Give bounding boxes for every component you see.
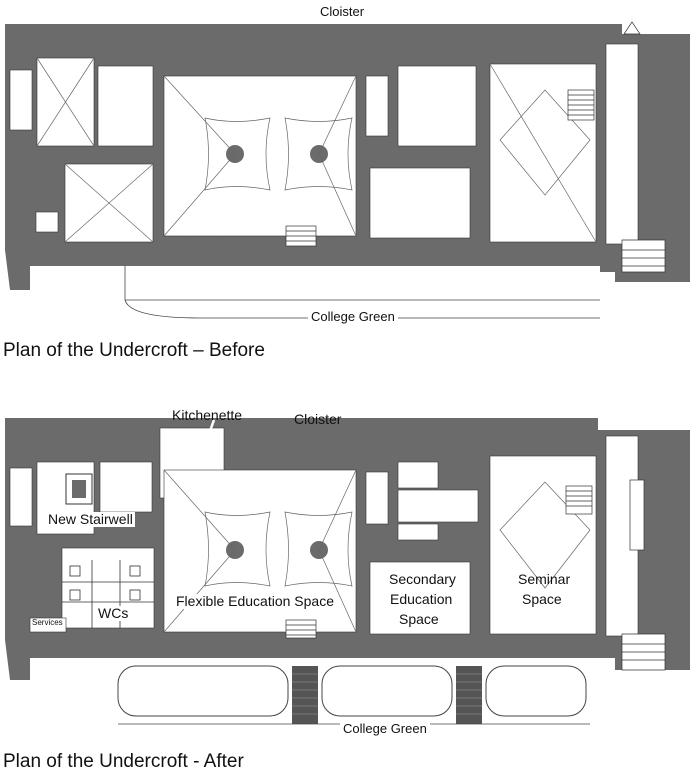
plan-after: Cloister Kitchenette New Stairwell WCs F… <box>0 390 698 777</box>
wcs-label: WCs <box>96 605 131 622</box>
cloister-label-before: Cloister <box>320 4 365 19</box>
cloister-label-after: Cloister <box>294 411 342 427</box>
caption-after: Plan of the Undercroft - After <box>3 751 244 772</box>
seminar-space-label-line1: Seminar <box>518 571 571 587</box>
college-green-label-before: College Green <box>308 309 398 325</box>
services-label: Services <box>32 618 63 627</box>
caption-before: Plan of the Undercroft – Before <box>3 340 265 361</box>
secondary-education-space-label-line3: Space <box>399 611 439 627</box>
floor-plan-before-drawing <box>5 21 690 319</box>
secondary-education-space-label-line1: Secondary <box>389 571 456 587</box>
college-green-label-after: College Green <box>340 721 430 737</box>
plan-before: Cloister College Green Plan of the Under… <box>0 0 698 372</box>
kitchenette-label: Kitchenette <box>172 407 243 423</box>
secondary-education-space-label-line2: Education <box>390 591 453 607</box>
flexible-education-space-label: Flexible Education Space <box>174 593 336 610</box>
new-stairwell-label: New Stairwell <box>46 511 135 528</box>
floor-plan-after-drawing <box>5 418 690 725</box>
seminar-space-label-line2: Space <box>522 591 562 607</box>
